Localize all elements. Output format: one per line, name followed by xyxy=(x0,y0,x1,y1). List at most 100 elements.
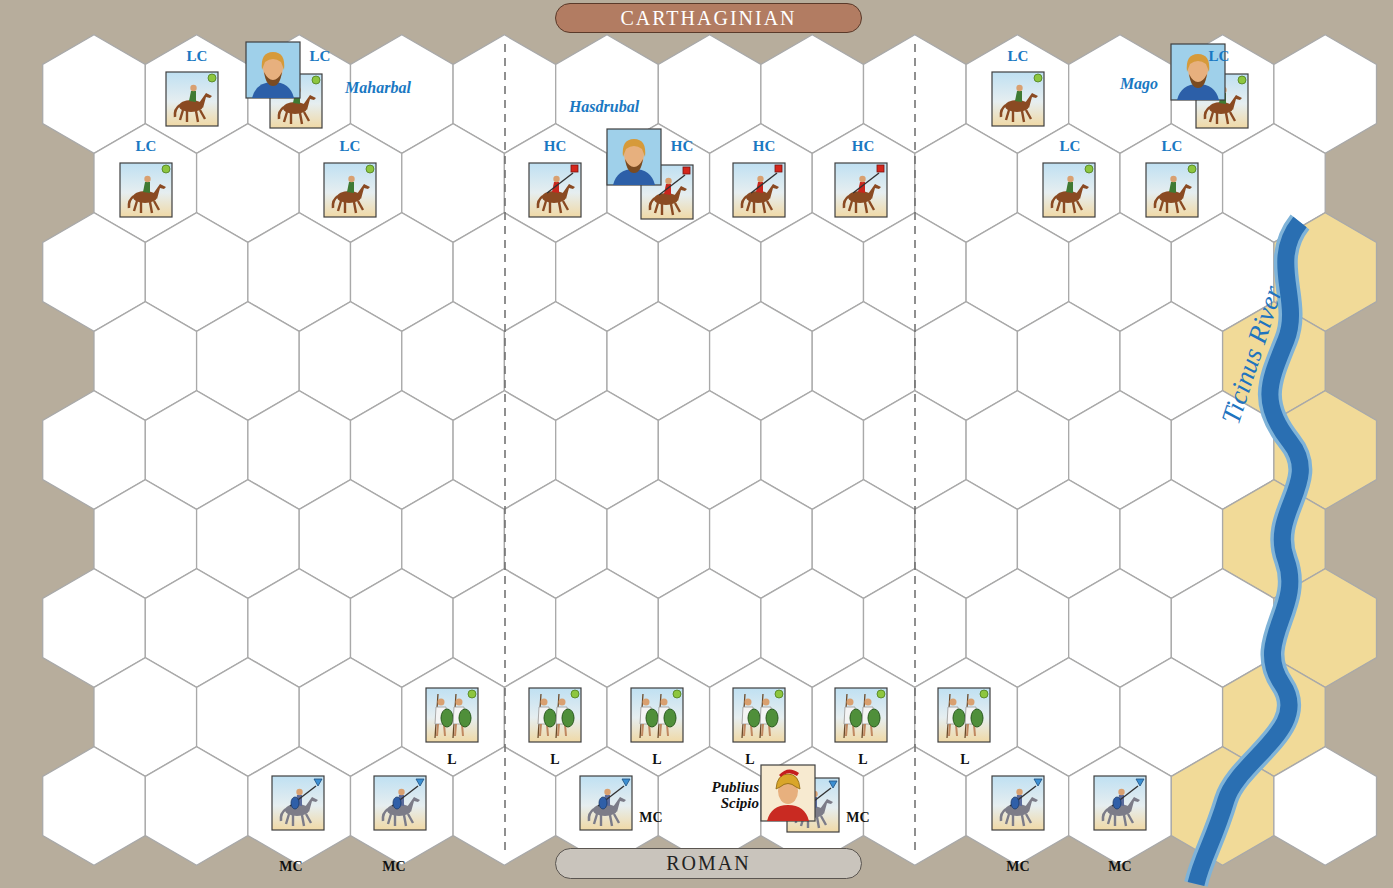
shield xyxy=(1113,797,1121,809)
shield xyxy=(850,709,862,727)
helmet xyxy=(776,774,800,789)
horse-head xyxy=(1127,797,1140,812)
hex xyxy=(1069,747,1172,865)
rider-head xyxy=(144,176,150,182)
shield xyxy=(441,709,453,727)
horse-legs xyxy=(284,112,309,124)
section-line xyxy=(914,44,916,856)
shield xyxy=(953,709,965,727)
horse-head xyxy=(357,184,370,199)
portrait-tunic xyxy=(767,805,809,821)
horse-legs xyxy=(849,201,874,213)
horse-legs xyxy=(1210,112,1235,124)
hex xyxy=(43,747,146,865)
portrait-beard xyxy=(1189,74,1207,88)
unit-block xyxy=(1094,776,1146,830)
soldier-head xyxy=(745,699,752,706)
unit-symbol xyxy=(673,690,681,698)
unit-block xyxy=(166,72,218,126)
soldier-head xyxy=(438,699,445,706)
horse-legs xyxy=(180,110,205,122)
unit-type: L xyxy=(745,753,754,768)
rider xyxy=(143,182,150,193)
rider xyxy=(1066,182,1073,193)
soldier-head xyxy=(950,699,957,706)
rider-head xyxy=(859,176,865,182)
shield xyxy=(868,709,880,727)
unit-block xyxy=(938,688,990,742)
horse-head xyxy=(1229,95,1242,110)
unit-symbol xyxy=(829,781,837,788)
horse-head xyxy=(305,797,318,812)
unit-symbol xyxy=(1034,74,1042,82)
soldier-head xyxy=(643,699,650,706)
unit-symbol xyxy=(162,165,170,173)
unit-type: L xyxy=(550,753,559,768)
horse-head xyxy=(1179,184,1192,199)
side-name: CARTHAGINIAN xyxy=(620,7,796,30)
unit-type: L xyxy=(960,753,969,768)
unit-type: LC xyxy=(1060,139,1081,155)
hex xyxy=(351,747,454,865)
unit-symbol xyxy=(312,76,320,84)
infantry-unit xyxy=(733,688,785,742)
portrait-frame xyxy=(246,42,300,98)
cavalry-unit xyxy=(1094,776,1146,830)
cavalry-unit xyxy=(529,163,581,217)
horse-legs xyxy=(655,203,680,215)
shield xyxy=(459,709,471,727)
rider-head xyxy=(398,789,404,795)
rider-head xyxy=(757,176,763,182)
unit-symbol xyxy=(314,779,322,786)
portrait-beard xyxy=(264,72,282,86)
unit-symbol xyxy=(416,779,424,786)
unit-type: LC xyxy=(1209,49,1230,65)
unit-symbol xyxy=(571,165,578,172)
spear xyxy=(751,173,777,193)
unit-block xyxy=(580,776,632,830)
rider-head xyxy=(1067,176,1073,182)
unit-symbol xyxy=(1085,165,1093,173)
unit-block xyxy=(272,776,324,830)
unit-symbol xyxy=(877,165,884,172)
unit-block xyxy=(529,163,581,217)
shield xyxy=(1011,797,1019,809)
horse-head xyxy=(407,797,420,812)
rider xyxy=(189,91,196,102)
hex xyxy=(1274,747,1377,865)
horse-legs xyxy=(1006,110,1031,122)
cavalry-unit xyxy=(733,163,785,217)
unit-type: L xyxy=(858,753,867,768)
rider xyxy=(1015,91,1022,102)
hex xyxy=(966,747,1069,865)
shield xyxy=(393,797,401,809)
infantry-unit xyxy=(529,688,581,742)
cavalry-unit xyxy=(374,776,426,830)
cavalry-unit xyxy=(166,72,218,126)
horse-head xyxy=(1025,797,1038,812)
unit-symbol xyxy=(571,690,579,698)
shield xyxy=(646,709,658,727)
unit-block xyxy=(426,688,478,742)
leader-portrait xyxy=(607,129,661,185)
horse-legs xyxy=(747,201,772,213)
spear xyxy=(547,173,573,193)
horse-head xyxy=(820,799,833,814)
portrait-hair xyxy=(623,139,646,157)
unit-type: MC xyxy=(1006,860,1029,875)
horse-legs xyxy=(1108,814,1133,826)
unit-type: MC xyxy=(1108,860,1131,875)
infantry-unit xyxy=(426,688,478,742)
shield xyxy=(544,709,556,727)
soldier-head xyxy=(456,699,463,706)
soldier-head xyxy=(968,699,975,706)
cavalry-unit xyxy=(120,163,172,217)
unit-symbol xyxy=(775,690,783,698)
horse-head xyxy=(303,95,316,110)
leader-name: Mago xyxy=(1120,76,1158,93)
unit-type: MC xyxy=(639,811,662,826)
shield xyxy=(291,797,299,809)
helmet-crest xyxy=(779,769,799,777)
unit-symbol xyxy=(877,690,885,698)
